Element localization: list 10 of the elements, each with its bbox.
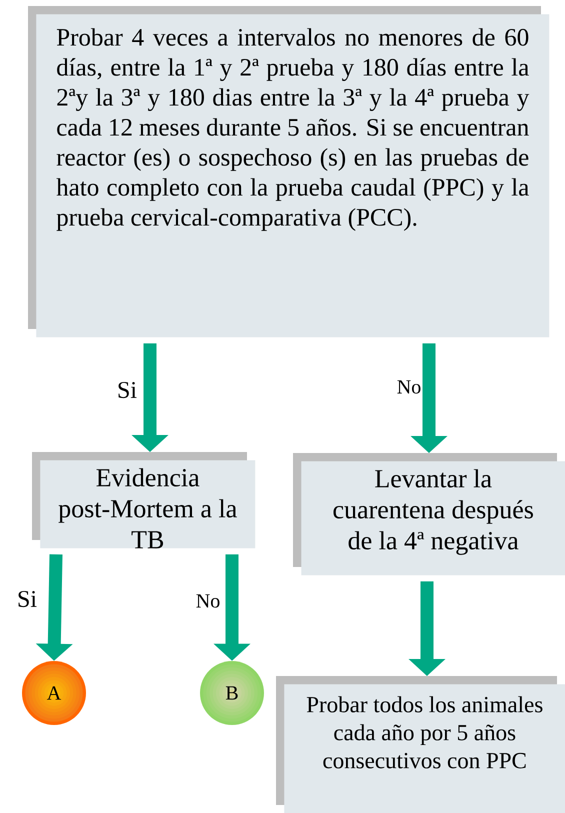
- edge-label: Si: [118, 382, 137, 398]
- edge-label: Si: [18, 590, 37, 608]
- circle-node: B: [200, 661, 264, 725]
- process-box: Evidencia post-Mortem a la TB: [32, 452, 256, 548]
- edge-label: No: [397, 380, 420, 394]
- circle-node: A: [22, 661, 86, 725]
- process-box: Levantar la cuarentena después de la 4ª negativa: [293, 453, 565, 576]
- process-box: Probar todos los animales cada año por 5 años consecutivos con PPC: [276, 676, 565, 813]
- process-box: Probar 4 veces a intervalos no menores de 60 días, entre la 1ª y 2ª prueba y 180 días entre la 2ªy la 3ª y 180 dias entre la 3ª y la 4ª prueba y cada 12 meses durante 5 años. Si se encuentran reactor (es) o sospechoso (s) en las pruebas de hato completo con la prueba caudal (PPC) y la prueba cervical-comparativa (PCC).: [28, 6, 550, 338]
- edge-label: No: [196, 594, 220, 608]
